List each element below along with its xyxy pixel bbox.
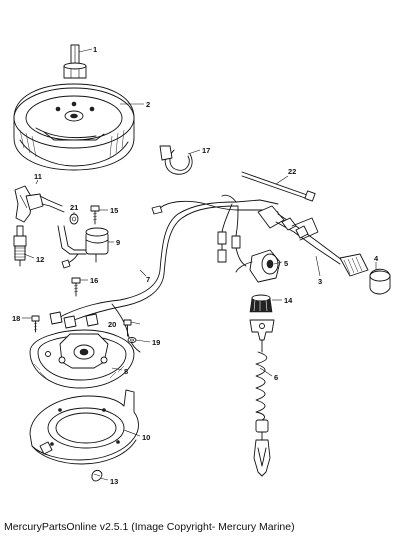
- callout-14: 14: [284, 296, 293, 305]
- stator-plate-illustration: [29, 329, 135, 389]
- flywheel-illustration: [13, 83, 135, 171]
- washer-19-illustration: [127, 337, 137, 343]
- callout-2: 2: [146, 100, 150, 109]
- callout-19: 19: [152, 338, 160, 347]
- callout-10: 10: [142, 433, 150, 442]
- callout-18: 18: [12, 314, 20, 323]
- spark-plug-boot-illustration: [14, 185, 65, 223]
- callout-5: 5: [284, 259, 288, 268]
- copyright-caption: MercuryPartsOnline v2.5.1 (Image Copyrig…: [4, 521, 295, 533]
- callout-20: 20: [108, 320, 116, 329]
- bushing-illustration: [69, 213, 79, 225]
- callout-8: 8: [124, 367, 128, 376]
- callout-15: 15: [110, 206, 118, 215]
- switch-knob-illustration: [249, 294, 273, 313]
- callout-6: 6: [274, 373, 278, 382]
- spark-plug-illustration: [13, 225, 27, 267]
- screw-20-illustration: [123, 319, 132, 337]
- callout-3: 3: [318, 277, 322, 286]
- stop-switch-lead-illustration: [257, 205, 369, 277]
- callout-11: 11: [34, 172, 42, 181]
- ignition-coil-illustration: [57, 225, 109, 269]
- clip-13-illustration: [91, 469, 103, 482]
- callout-16: 16: [90, 276, 98, 285]
- flywheel-nut-illustration: [63, 44, 87, 79]
- wire-harness-illustration: [49, 194, 279, 353]
- callout-9: 9: [116, 238, 120, 247]
- screw-16-illustration: [71, 277, 81, 297]
- callout-13: 13: [110, 477, 118, 486]
- long-bolt-illustration: [241, 171, 316, 202]
- part-callouts: 1 2 3 4 5 6 7 8 9 10 11 12 13 14 15 16 1…: [12, 45, 379, 486]
- mounting-plate-illustration: [29, 389, 139, 465]
- callout-22: 22: [288, 167, 296, 176]
- callout-7: 7: [146, 275, 150, 284]
- screw-18-illustration: [31, 315, 40, 333]
- wire-clamp-illustration: [159, 145, 193, 175]
- stop-switch-illustration: [235, 249, 281, 283]
- callout-21: 21: [70, 203, 78, 212]
- callout-4: 4: [374, 254, 379, 263]
- lanyard-illustration: [249, 319, 275, 477]
- callout-1: 1: [93, 45, 97, 54]
- cap-illustration: [369, 268, 391, 295]
- leader-lines: [22, 48, 377, 481]
- callout-17: 17: [202, 146, 210, 155]
- callout-12: 12: [36, 255, 44, 264]
- screw-15-illustration: [90, 205, 100, 225]
